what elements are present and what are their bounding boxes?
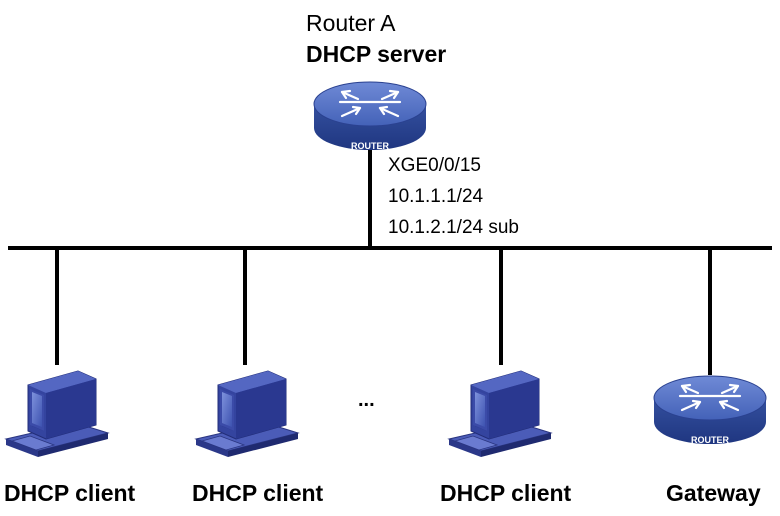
pc-icon — [5, 370, 109, 458]
router-icon: ROUTER — [312, 80, 428, 152]
router-icon: ROUTER — [652, 374, 768, 446]
client-label: DHCP client — [440, 480, 572, 506]
server-ip-primary: 10.1.1.1/24 — [388, 186, 484, 207]
network-links — [8, 148, 772, 375]
server-name: Router A — [306, 10, 396, 36]
server-ip-secondary: 10.1.2.1/24 sub — [388, 217, 519, 238]
server-interface: XGE0/0/15 — [388, 155, 481, 176]
pc-icon — [448, 370, 552, 458]
gateway-label: Gateway — [666, 480, 761, 506]
ellipsis: ... — [358, 389, 375, 411]
router-badge: ROUTER — [691, 435, 730, 445]
pc-icon — [195, 370, 299, 458]
client-label: DHCP client — [4, 480, 136, 506]
router-badge: ROUTER — [351, 141, 390, 151]
client-label: DHCP client — [192, 480, 324, 506]
server-role: DHCP server — [306, 41, 447, 67]
